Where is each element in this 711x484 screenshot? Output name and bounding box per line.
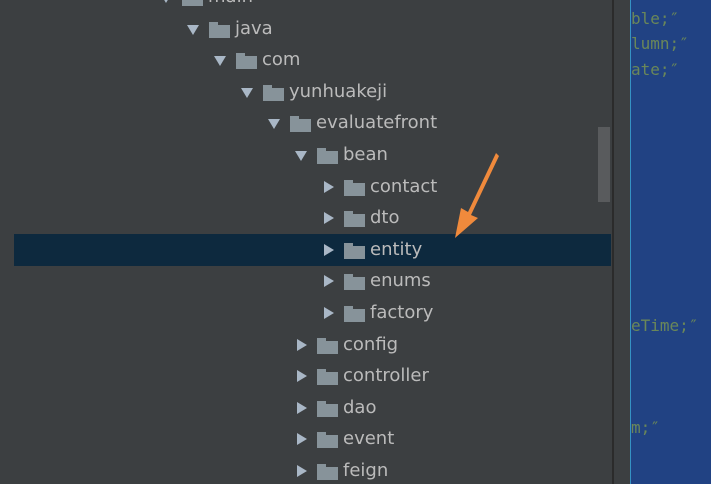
folder-icon	[344, 211, 365, 228]
tree-item-controller[interactable]: controller	[14, 360, 611, 392]
collapsed-arrow-icon[interactable]	[324, 212, 334, 225]
code-line: m;″	[631, 418, 660, 438]
expanded-arrow-icon[interactable]	[214, 56, 226, 67]
folder-icon	[344, 274, 365, 291]
folder-icon	[317, 432, 338, 449]
tree-item-label: entity	[370, 238, 423, 260]
tree-item-evaluatefront[interactable]: evaluatefront	[14, 107, 611, 139]
collapsed-arrow-icon[interactable]	[297, 401, 307, 414]
collapsed-arrow-icon[interactable]	[297, 370, 307, 383]
tree-item-enums[interactable]: enums	[14, 265, 611, 297]
collapsed-arrow-icon[interactable]	[297, 433, 307, 446]
tree-item-label: yunhuakeji	[289, 80, 388, 102]
folder-icon	[344, 242, 365, 259]
collapsed-arrow-icon[interactable]	[324, 243, 334, 256]
collapsed-arrow-icon[interactable]	[297, 338, 307, 351]
folder-icon	[344, 179, 365, 196]
tree-item-label: event	[343, 428, 395, 450]
folder-icon	[236, 53, 257, 70]
expanded-arrow-icon[interactable]	[187, 24, 199, 35]
tree-item-com[interactable]: com	[14, 44, 611, 76]
tree-item-label: contact	[370, 175, 438, 197]
tree-item-label: com	[262, 49, 301, 71]
tree-item-main[interactable]: main	[14, 0, 611, 13]
tree-item-yunhuakeji[interactable]: yunhuakeji	[14, 76, 611, 108]
tree-item-label: java	[235, 17, 273, 39]
tree-item-label: feign	[343, 460, 389, 481]
collapsed-arrow-icon[interactable]	[324, 275, 334, 288]
tree-item-dao[interactable]: dao	[14, 392, 611, 424]
tree-item-label: controller	[343, 365, 429, 387]
tree-item-label: bean	[343, 144, 388, 165]
code-line: ate;″	[631, 59, 680, 79]
code-line: ble;″	[631, 8, 680, 28]
expanded-arrow-icon[interactable]	[241, 87, 253, 98]
expanded-arrow-icon[interactable]	[295, 151, 307, 161]
code-line: lumn;″	[631, 34, 689, 54]
tree-scrollbar[interactable]	[598, 127, 610, 202]
tree-item-factory[interactable]: factory	[14, 297, 611, 329]
tree-item-java[interactable]: java	[14, 13, 611, 45]
tree-item-entity[interactable]: entity	[14, 233, 611, 266]
tree-item-label: evaluatefront	[316, 112, 438, 134]
tree-item-bean[interactable]: bean	[14, 139, 611, 171]
tree-item-label: main	[208, 0, 253, 7]
collapsed-arrow-icon[interactable]	[324, 307, 334, 319]
folder-icon	[317, 464, 338, 480]
folder-icon	[344, 306, 365, 322]
project-tree[interactable]: main java com yunhuakeji evaluatefront bean co…	[0, 0, 612, 484]
code-line: eTime;″	[631, 315, 699, 335]
tree-item-label: factory	[370, 302, 434, 323]
folder-icon	[182, 0, 203, 6]
tree-item-label: config	[343, 333, 399, 355]
tree-item-feign[interactable]: feign	[14, 455, 611, 484]
folder-icon	[263, 84, 284, 101]
collapsed-arrow-icon[interactable]	[324, 180, 334, 193]
tree-item-dto[interactable]: dto	[14, 202, 611, 234]
tree-item-contact[interactable]: contact	[14, 171, 611, 203]
tree-item-label: dto	[370, 207, 400, 229]
editor-gutter	[614, 0, 630, 484]
expanded-arrow-icon[interactable]	[160, 0, 172, 3]
code-editor[interactable]: ble;″ lumn;″ ate;″ eTime;″ m;″	[630, 0, 711, 484]
folder-icon	[317, 148, 338, 164]
tree-item-label: enums	[370, 270, 431, 292]
folder-icon	[209, 21, 230, 38]
tree-item-label: dao	[343, 396, 377, 418]
tree-item-event[interactable]: event	[14, 423, 611, 455]
panel-divider[interactable]	[612, 0, 614, 484]
collapsed-arrow-icon[interactable]	[297, 465, 307, 477]
folder-icon	[317, 369, 338, 386]
folder-icon	[317, 337, 338, 354]
expanded-arrow-icon[interactable]	[268, 119, 280, 130]
folder-icon	[317, 400, 338, 417]
tree-item-config[interactable]: config	[14, 329, 611, 361]
folder-icon	[290, 116, 311, 133]
